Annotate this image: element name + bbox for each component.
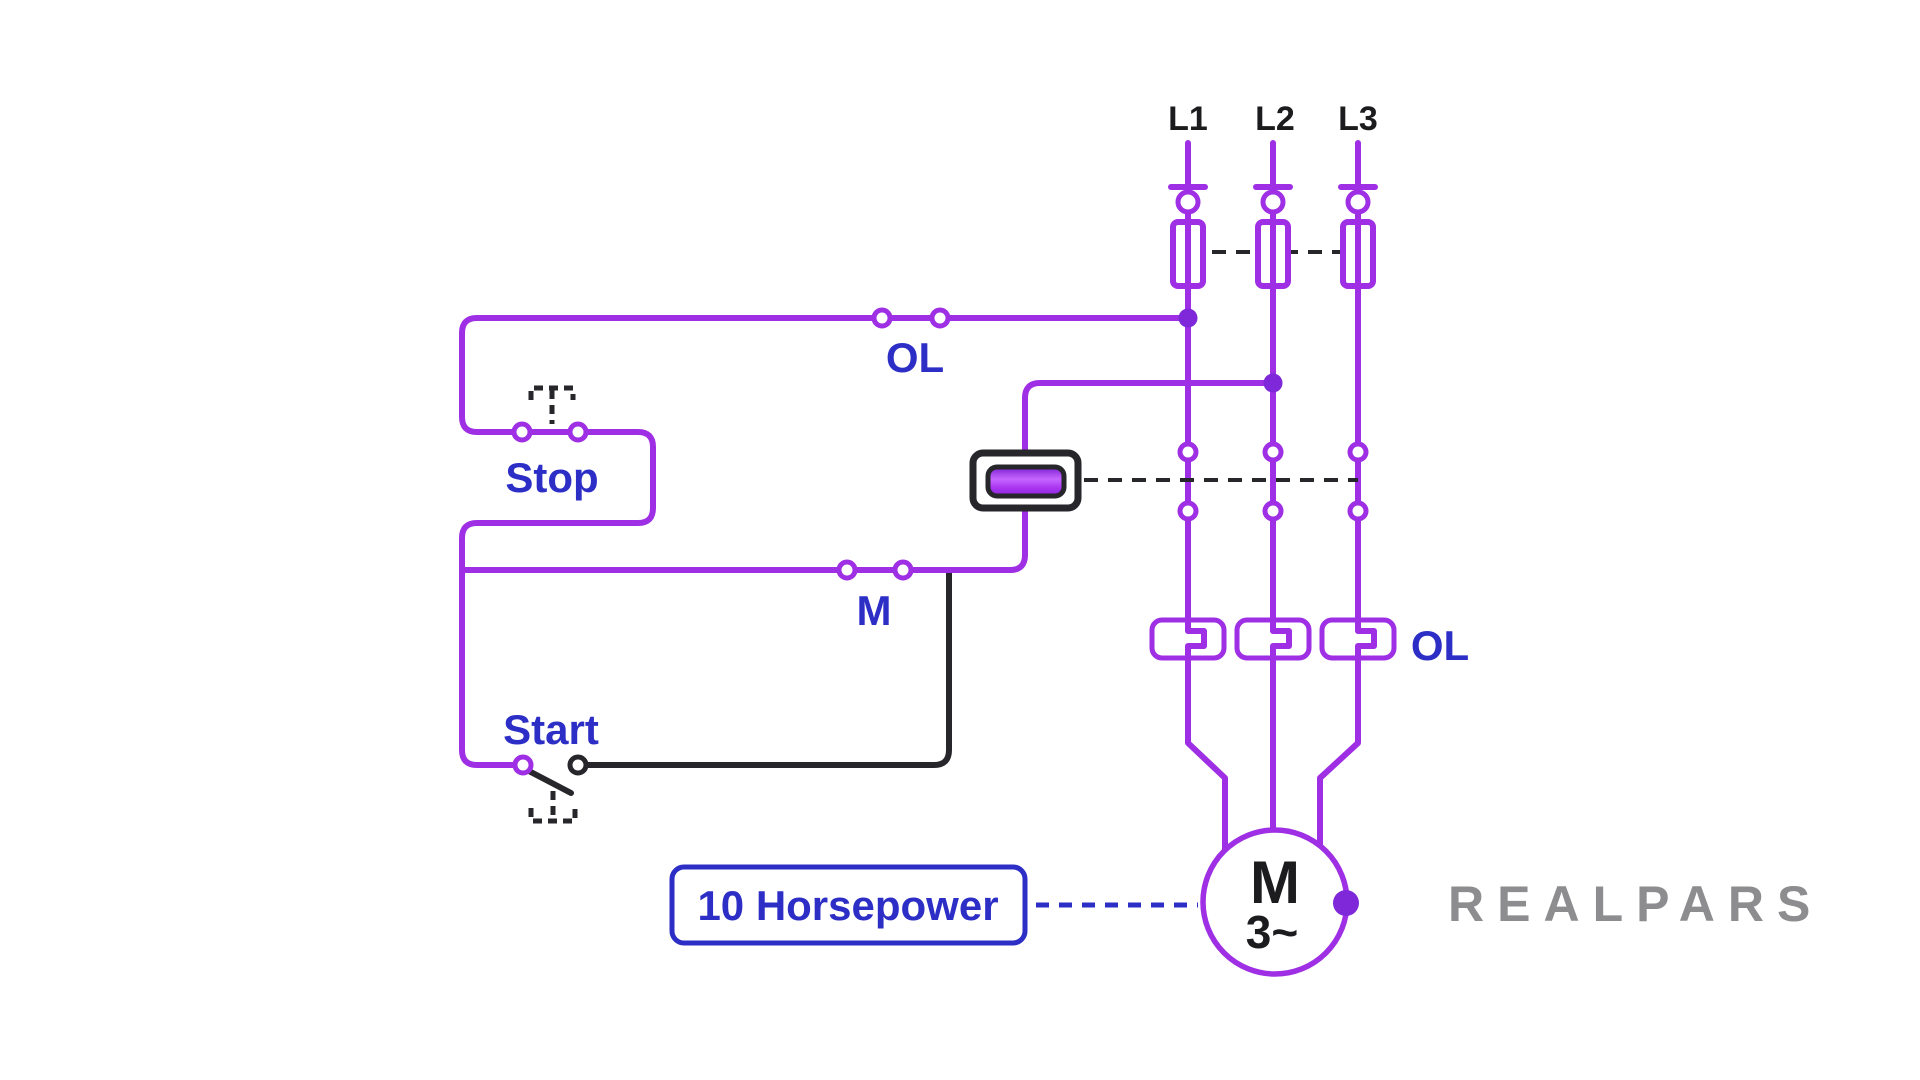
start-pushbutton-actuator <box>528 791 578 824</box>
motor-designation-text: M <box>1250 849 1300 916</box>
phase-label-l3: L3 <box>1338 100 1378 138</box>
stop-pushbutton-actuator <box>528 385 576 424</box>
horsepower-annotation: 10 Horsepower <box>669 864 1198 946</box>
main-contact-l2-top <box>1262 441 1284 463</box>
main-contact-l3-bottom <box>1347 500 1369 522</box>
stop-button-label: Stop <box>505 454 598 501</box>
overload-heater-element-l1 <box>1185 617 1207 661</box>
seal-in-contact-right-terminal <box>892 559 914 581</box>
motor-terminal-dot <box>1333 890 1359 916</box>
stop-contact-left-terminal <box>511 421 533 443</box>
start-button-label: Start <box>503 706 599 753</box>
junction-dot-l2 <box>1263 373 1283 393</box>
disconnect-contact-l1 <box>1175 189 1201 215</box>
main-contact-l1-top <box>1177 441 1199 463</box>
disconnect-switch-l3 <box>1338 184 1378 215</box>
stop-actuator-cap <box>528 385 576 400</box>
main-contact-l3-top <box>1347 441 1369 463</box>
overload-heater-l2 <box>1234 617 1312 661</box>
horsepower-box <box>669 864 1028 946</box>
junction-dot-l1 <box>1178 308 1198 328</box>
main-contact-l1-bottom <box>1177 500 1199 522</box>
ol-contact-right-terminal <box>929 307 951 329</box>
disconnect-contact-l3 <box>1345 189 1371 215</box>
phase-label-l2: L2 <box>1255 100 1295 138</box>
disconnect-contact-l2 <box>1260 189 1286 215</box>
overload-heater-element-l3 <box>1355 617 1377 661</box>
ol-contact-left-terminal <box>871 307 893 329</box>
stop-contact-right-terminal <box>567 421 589 443</box>
main-contact-l2-bottom <box>1262 500 1284 522</box>
disconnect-switch-l2 <box>1253 184 1293 215</box>
phase-label-l1: L1 <box>1168 100 1208 138</box>
start-branch-black-wire <box>585 567 952 768</box>
control-rail-wire <box>459 315 1191 768</box>
start-contact-right-terminal <box>567 754 589 776</box>
motor-phase-text: 3~ <box>1246 906 1298 958</box>
motor-symbol: M 3~ <box>1200 827 1359 977</box>
contactor-coil <box>969 449 1082 512</box>
coil-element <box>985 464 1067 499</box>
start-actuator-cap <box>528 808 578 824</box>
horsepower-label: 10 Horsepower <box>697 882 998 929</box>
overload-relay-label: OL <box>1411 622 1469 669</box>
realpars-logo: REALPARS <box>1448 876 1823 932</box>
ol-contact-label: OL <box>886 334 944 381</box>
seal-in-contact-left-terminal <box>836 559 858 581</box>
overload-heater-l1 <box>1149 617 1227 661</box>
overload-heater-l3 <box>1319 617 1397 661</box>
seal-in-contact-label: M <box>857 587 892 634</box>
overload-heater-element-l2 <box>1270 617 1292 661</box>
disconnect-switch-l1 <box>1168 184 1208 215</box>
start-contact-left-terminal <box>512 754 534 776</box>
start-switch-blade <box>524 767 574 796</box>
